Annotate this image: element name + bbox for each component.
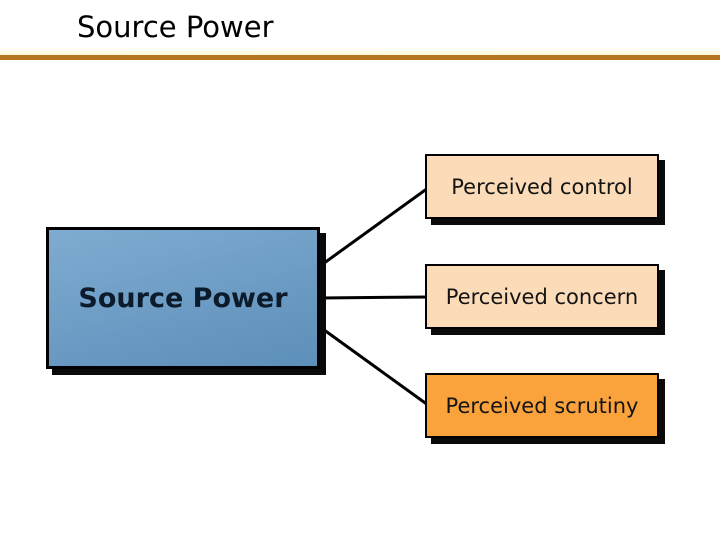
- perceived-concern-box: Perceived concern: [425, 264, 659, 329]
- connector-line-control: [319, 186, 429, 268]
- source-power-label: Source Power: [78, 282, 288, 314]
- accent-rule: [0, 55, 720, 60]
- perceived-scrutiny-box: Perceived scrutiny: [425, 373, 659, 438]
- accent-rule-glow: [0, 47, 720, 55]
- source-power-box: Source Power: [46, 227, 320, 369]
- connector-line-concern: [319, 295, 429, 300]
- perceived-scrutiny-label: Perceived scrutiny: [445, 393, 639, 418]
- perceived-concern-label: Perceived concern: [445, 284, 639, 309]
- connector-line-scrutiny: [319, 325, 429, 407]
- perceived-control-box: Perceived control: [425, 154, 659, 219]
- slide-title: Source Power: [77, 10, 274, 44]
- perceived-control-label: Perceived control: [451, 174, 633, 199]
